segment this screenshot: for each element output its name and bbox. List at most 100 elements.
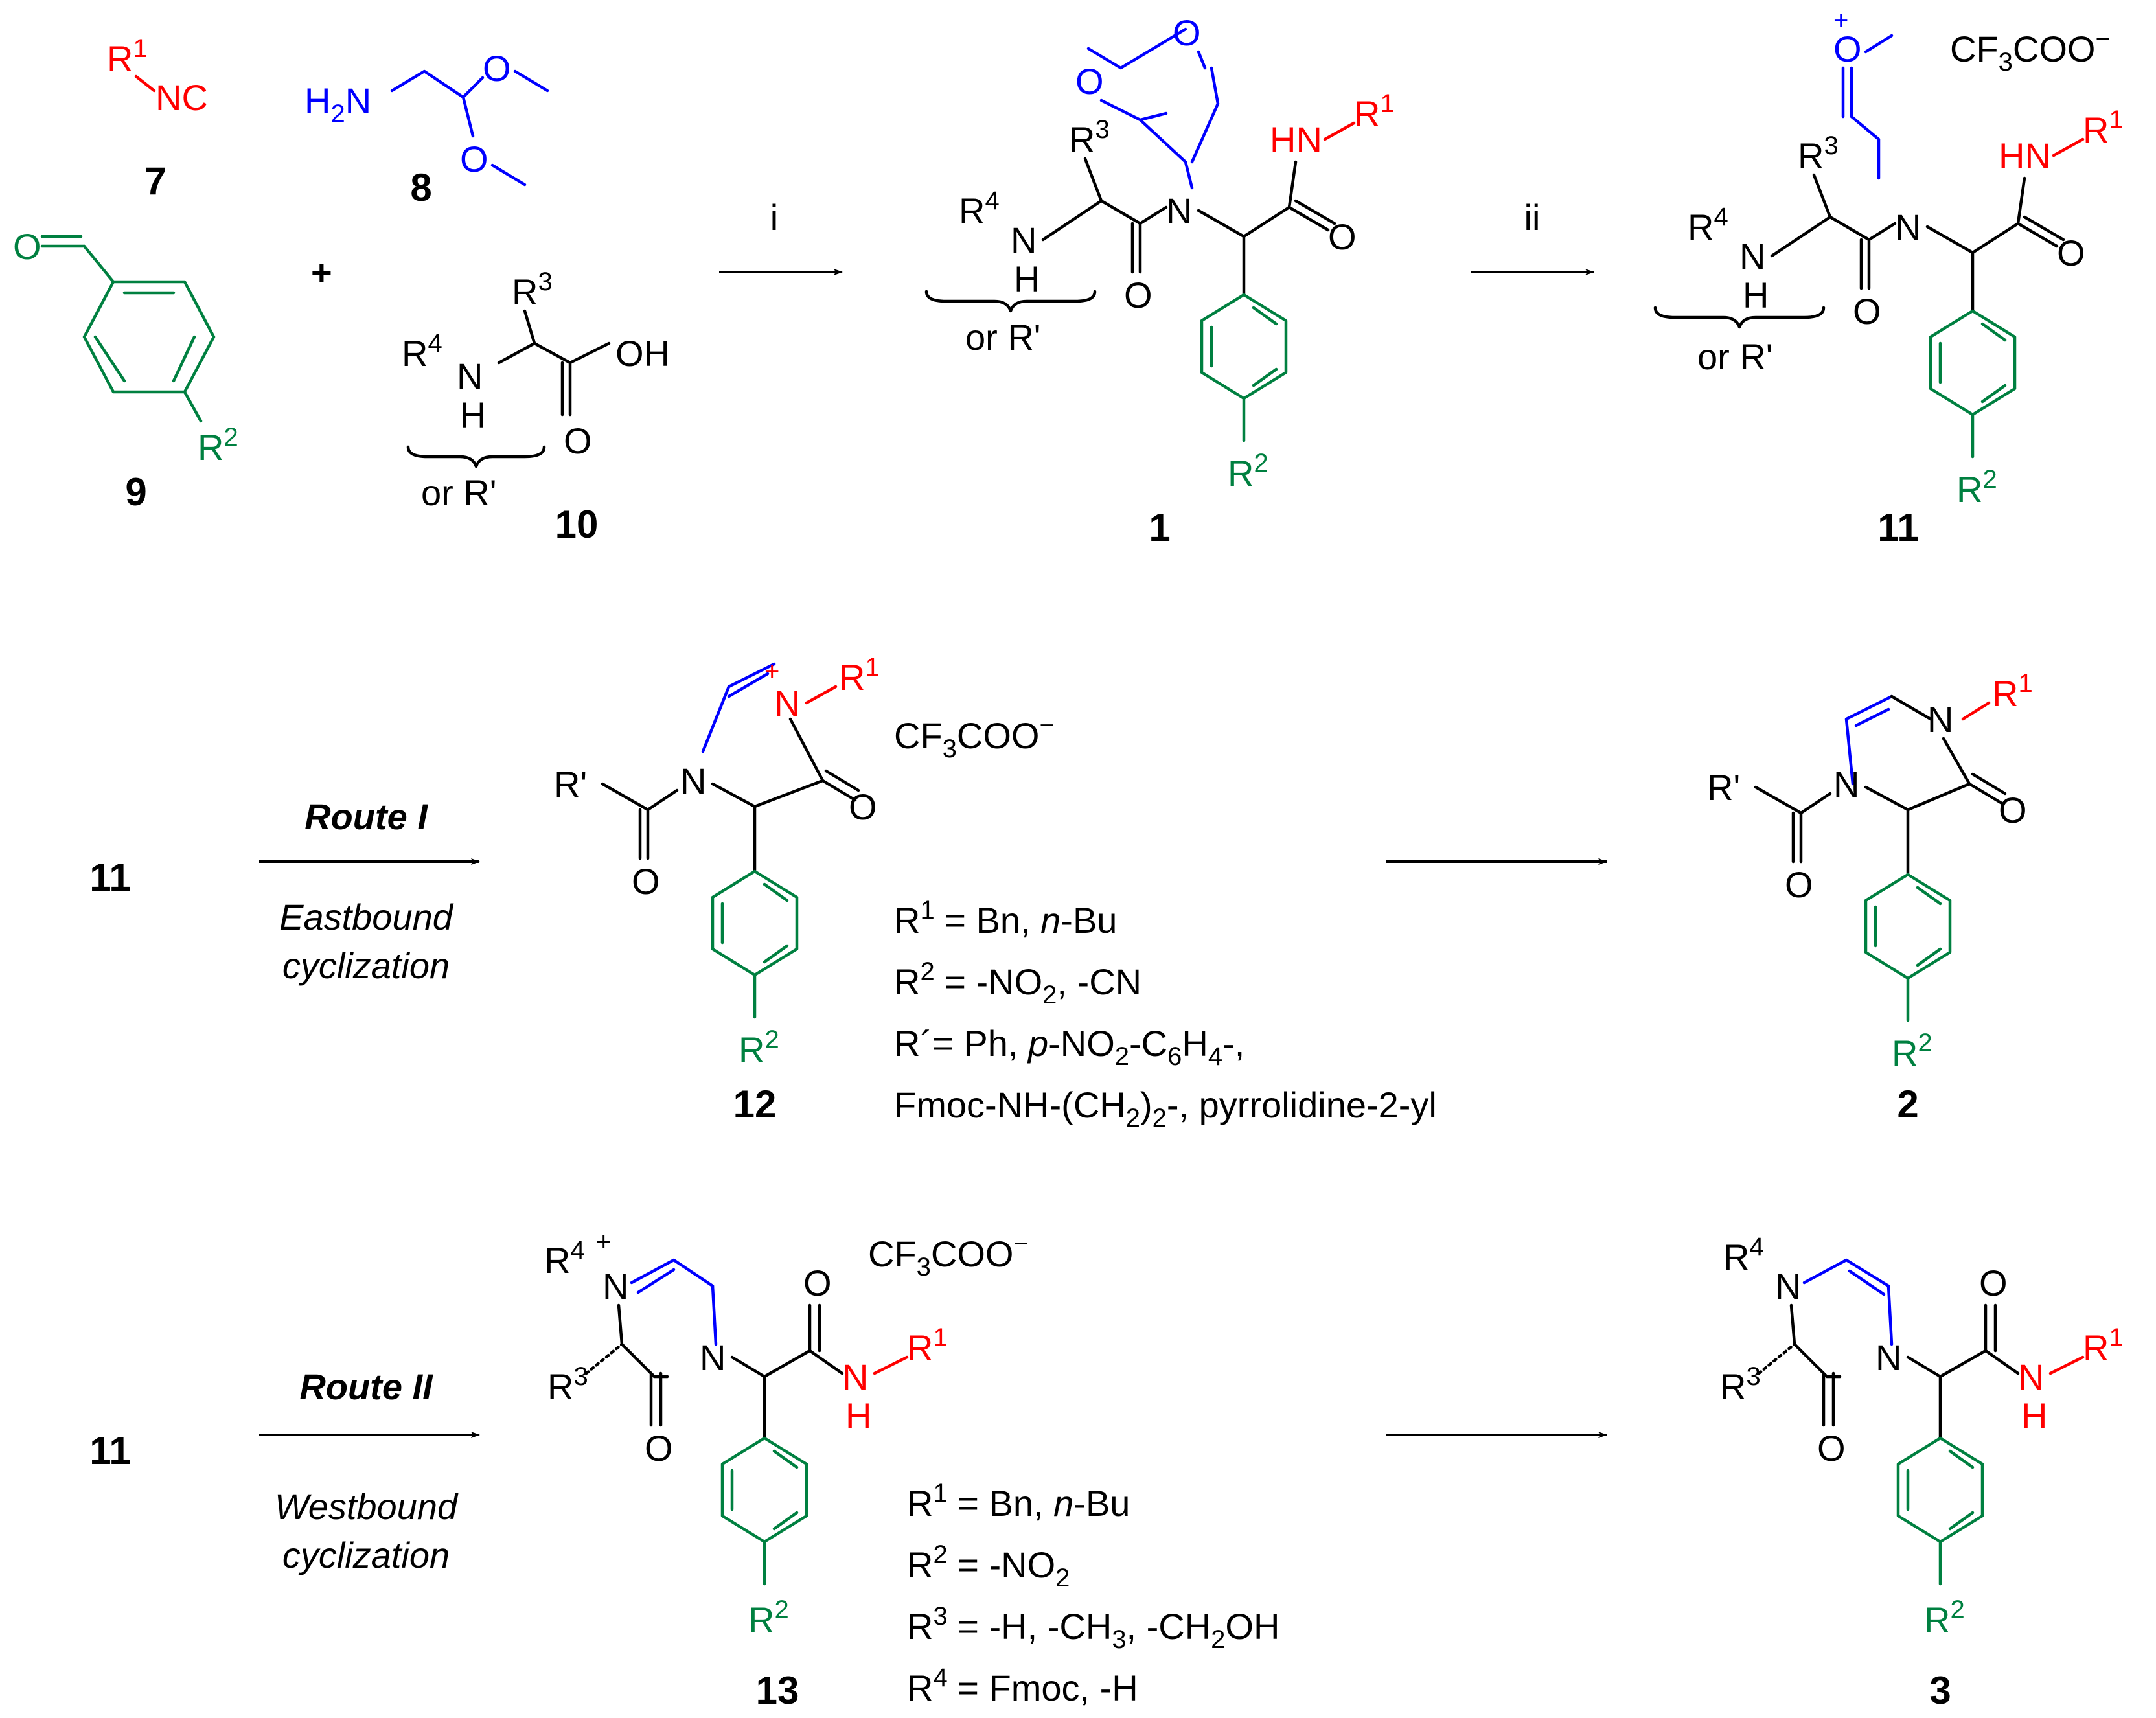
svg-text:HN: HN — [1999, 135, 2051, 176]
svg-text:R4: R4 — [959, 187, 1000, 231]
compound-label-13: 13 — [756, 1669, 799, 1712]
svg-text:N: N — [1833, 764, 1859, 805]
svg-text:R2: R2 — [1956, 465, 1997, 510]
svg-text:O: O — [849, 786, 877, 827]
svg-text:N: N — [1011, 220, 1037, 260]
svg-text:R2: R2 — [748, 1596, 789, 1640]
svg-text:N: N — [1875, 1337, 1901, 1378]
svg-text:O: O — [1853, 291, 1881, 332]
svg-text:O: O — [645, 1428, 673, 1469]
compound-10: R3 R4 N H OH O or R' 10 — [402, 268, 670, 546]
svg-text:O: O — [483, 48, 511, 89]
svg-text:R3: R3 — [547, 1362, 588, 1407]
step-ii-label: ii — [1524, 197, 1541, 238]
route-1-desc-1: Eastbound — [279, 897, 454, 937]
svg-text:R1: R1 — [839, 653, 880, 698]
svg-text:OH: OH — [615, 333, 670, 374]
compound-label-2: 2 — [1897, 1082, 1918, 1126]
step-i-label: i — [770, 197, 778, 238]
cond2-r3: R3 = -H, -CH3, -CH2OH — [907, 1602, 1279, 1654]
svg-text:N: N — [1927, 699, 1953, 740]
svg-text:N: N — [774, 683, 800, 724]
svg-text:R4: R4 — [1688, 203, 1728, 247]
svg-text:O: O — [632, 861, 660, 902]
svg-text:R2: R2 — [1924, 1596, 1965, 1640]
svg-text:NC: NC — [155, 77, 208, 118]
svg-text:H: H — [1743, 275, 1769, 315]
svg-text:R3: R3 — [512, 268, 553, 312]
route-1-desc-2: cyclization — [282, 945, 450, 986]
cond1-r1: R1 = Bn, n-Bu — [894, 896, 1117, 941]
compound-label-8: 8 — [410, 166, 431, 209]
svg-text:O: O — [1833, 29, 1862, 69]
svg-text:R4: R4 — [402, 329, 442, 374]
cf3coo-13: CF3COO− — [868, 1230, 1029, 1281]
compound-label-9: 9 — [125, 470, 146, 514]
compound-label-10: 10 — [555, 503, 599, 546]
cf3coo-11: CF3COO− — [1950, 25, 2111, 76]
svg-text:H: H — [2021, 1395, 2047, 1436]
svg-text:R1: R1 — [907, 1323, 948, 1368]
compound-13: R4 + N CF3COO− R3 O N O N R1 H R2 13 — [544, 1228, 1029, 1712]
compound-8: H2N O O 8 — [304, 48, 549, 209]
svg-text:R': R' — [554, 764, 587, 805]
svg-text:N: N — [2018, 1357, 2044, 1397]
cond1-rprime-cont: Fmoc-NH-(CH2)2-, pyrrolidine-2-yl — [894, 1084, 1437, 1132]
compound-label-3: 3 — [1929, 1669, 1951, 1712]
compound-label-11-route1: 11 — [89, 856, 130, 899]
svg-text:R4: R4 — [1723, 1233, 1764, 1277]
svg-text:R1: R1 — [1992, 669, 2033, 714]
compound-label-11: 11 — [1877, 506, 1918, 549]
svg-text:H: H — [1014, 258, 1040, 299]
svg-text:O: O — [1999, 790, 2027, 830]
cond2-r2: R2 = -NO2 — [907, 1540, 1070, 1592]
plus-sign: + — [311, 252, 332, 293]
svg-text:O: O — [803, 1263, 832, 1303]
svg-text:O: O — [2057, 233, 2085, 273]
svg-text:HN: HN — [1270, 119, 1322, 160]
compound-2: N R1 O N R' O R2 2 — [1707, 669, 2033, 1126]
svg-text:R1: R1 — [1354, 89, 1395, 134]
svg-text:H: H — [845, 1395, 871, 1436]
svg-text:O: O — [1173, 12, 1201, 53]
route-2-desc-1: Westbound — [275, 1486, 459, 1527]
svg-text:+: + — [1833, 6, 1848, 35]
cond2-r1: R1 = Bn, n-Bu — [907, 1479, 1130, 1524]
svg-text:N: N — [842, 1357, 868, 1397]
svg-text:R1: R1 — [2083, 106, 2124, 150]
svg-text:R1: R1 — [2083, 1323, 2124, 1368]
svg-text:N: N — [680, 761, 706, 801]
svg-text:O: O — [1075, 61, 1104, 102]
arrow-route-2: Route II Westbound cyclization — [259, 1366, 480, 1575]
svg-text:O: O — [1979, 1263, 2008, 1303]
svg-text:O: O — [1124, 275, 1153, 315]
or-r-label-1: or R' — [965, 317, 1040, 358]
svg-text:N: N — [457, 356, 483, 396]
svg-text:R3: R3 — [1720, 1362, 1761, 1407]
svg-text:N: N — [1739, 236, 1765, 277]
svg-text:R4: R4 — [544, 1236, 585, 1281]
svg-text:R': R' — [1707, 767, 1740, 808]
route-1-label: Route I — [304, 796, 428, 837]
svg-text:R2: R2 — [739, 1025, 779, 1070]
arrow-route-1: Route I Eastbound cyclization — [259, 796, 480, 986]
svg-text:N: N — [602, 1266, 628, 1307]
svg-text:O: O — [564, 420, 592, 461]
svg-text:R2: R2 — [1892, 1029, 1932, 1073]
compound-12: + N R1 CF3COO− O N R' O R2 12 — [554, 653, 1055, 1126]
cond1-r2: R2 = -NO2, -CN — [894, 957, 1141, 1009]
or-r-label: or R' — [421, 472, 496, 513]
svg-text:+: + — [764, 658, 779, 686]
svg-text:N: N — [1166, 190, 1192, 231]
arrow-step-ii: ii — [1471, 197, 1594, 275]
route-2-desc-2: cyclization — [282, 1535, 450, 1575]
compound-label-11-route2: 11 — [89, 1429, 130, 1472]
compound-7: R1 NC 7 — [107, 34, 208, 203]
svg-text:O: O — [460, 139, 488, 179]
conditions-route-2: R1 = Bn, n-Bu R2 = -NO2 R3 = -H, -CH3, -… — [907, 1479, 1279, 1708]
svg-text:O: O — [1785, 864, 1813, 905]
svg-text:H: H — [460, 395, 486, 435]
compound-1: O O R3 R4 N H O N O HN R1 R2 or R' 1 — [924, 12, 1395, 549]
compound-label-12: 12 — [733, 1082, 777, 1126]
svg-text:H2N: H2N — [304, 80, 371, 128]
